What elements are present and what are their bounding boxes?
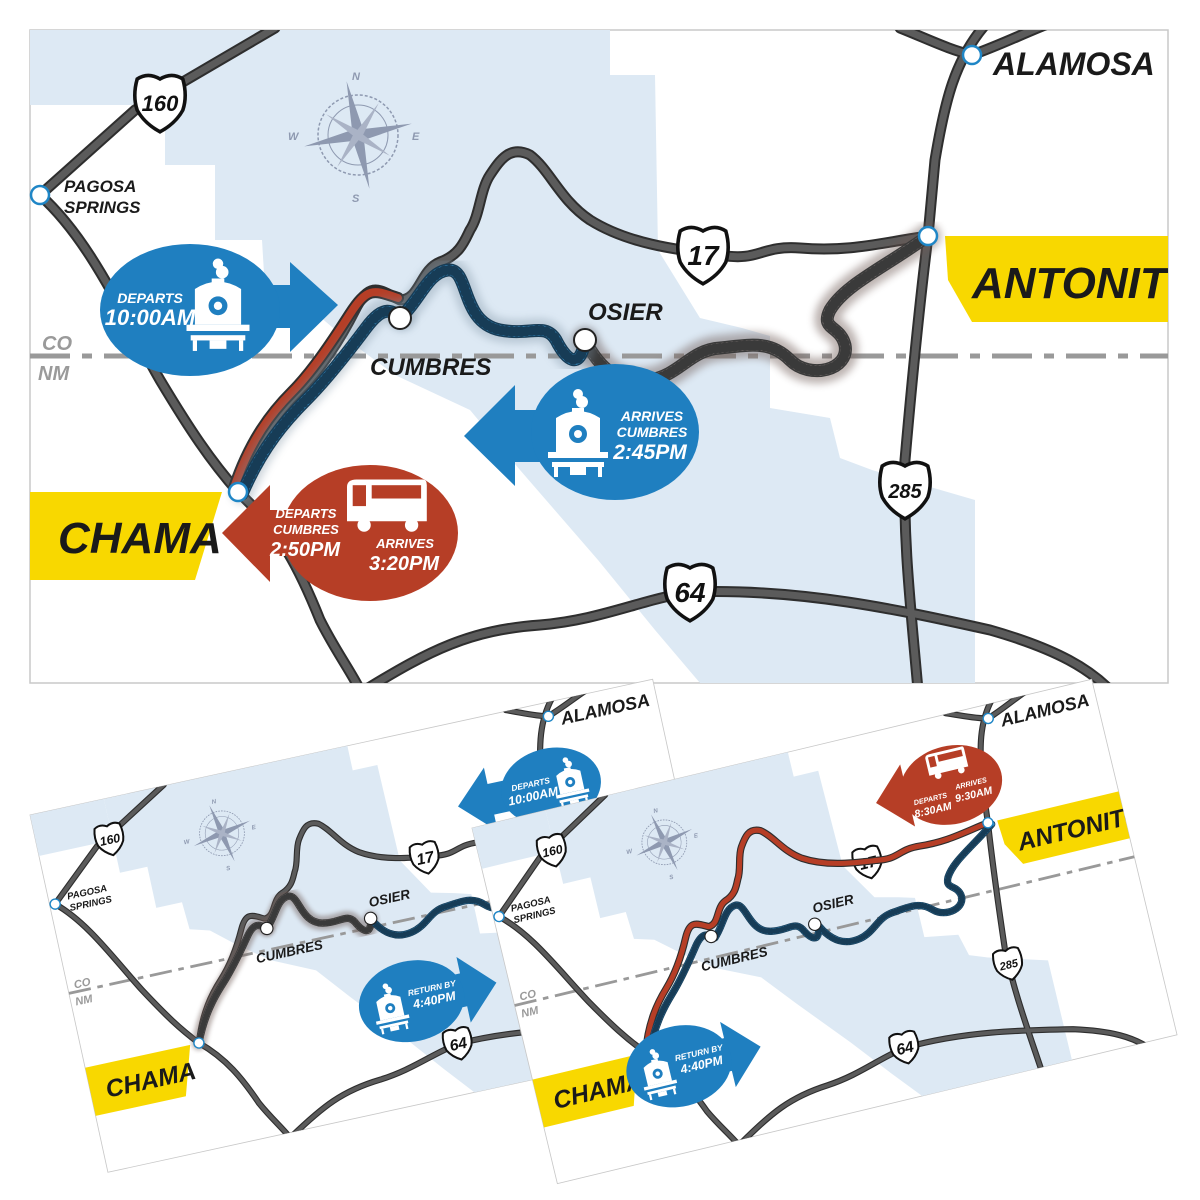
public-land-area-top xyxy=(30,30,165,105)
station-marker-osier xyxy=(573,328,597,352)
compass-north: N xyxy=(352,71,361,83)
highway-shield-160: 160 xyxy=(133,73,187,134)
inset2-callout-train-return: RETURN BY 4:40PM xyxy=(626,1021,761,1108)
town-label-cumbres: CUMBRES xyxy=(370,354,491,381)
callout-time: 2:45PM xyxy=(612,441,687,464)
destination-label-antonito: ANTONITO xyxy=(945,236,1200,322)
town-label-pagosa-line1: PAGOSA xyxy=(64,177,136,196)
callout-label: ARRIVES xyxy=(375,536,434,551)
destination-label-chama: CHAMA xyxy=(30,492,222,580)
highway-shield-17: 17 xyxy=(675,225,731,286)
compass-west: W xyxy=(288,131,300,143)
town-marker-pagosa xyxy=(29,184,51,206)
callout-train-arrives-cumbres: ARRIVES CUMBRES 2:45PM xyxy=(464,364,699,500)
town-marker-antonito xyxy=(917,225,939,247)
inset-map-morning-bus: DEPARTS 8:30AM ARRIVES 9:30AM RETURN BY … xyxy=(471,672,1195,1187)
compass-rose-icon xyxy=(304,81,412,189)
station-marker-cumbres xyxy=(388,306,412,330)
svg-text:CHAMA: CHAMA xyxy=(58,514,222,563)
callout-label: CUMBRES xyxy=(617,424,688,440)
svg-text:285: 285 xyxy=(887,481,922,503)
compass-east: E xyxy=(412,131,420,143)
highway-shield-285: 285 xyxy=(877,460,933,521)
callout-label: ARRIVES xyxy=(620,408,684,424)
town-marker-chama xyxy=(227,481,249,503)
state-label-nm: NM xyxy=(38,363,70,385)
svg-text:ANTONITO: ANTONITO xyxy=(971,259,1200,308)
svg-text:64: 64 xyxy=(674,577,706,608)
callout-label: DEPARTS xyxy=(117,290,183,306)
svg-text:160: 160 xyxy=(142,91,179,116)
town-label-pagosa-line2: SPRINGS xyxy=(64,198,141,217)
arrow-right-icon xyxy=(230,262,338,352)
main-town-markers xyxy=(29,44,983,503)
callout-time: 3:20PM xyxy=(369,553,440,575)
callout-bus-cumbres-chama: DEPARTS CUMBRES 2:50PM ARRIVES 3:20PM xyxy=(222,465,458,601)
town-label-osier: OSIER xyxy=(588,299,663,326)
town-marker-alamosa xyxy=(961,44,983,66)
arrow-left-icon xyxy=(222,485,300,582)
highway-shield-64: 64 xyxy=(662,562,718,623)
callout-time: 2:50PM xyxy=(269,539,341,561)
compass-south: S xyxy=(352,193,360,205)
callout-train-departs: DEPARTS 10:00AM xyxy=(100,244,338,376)
inset1-callout-train-return: RETURN BY 4:40PM xyxy=(358,957,497,1043)
callout-label: CUMBRES xyxy=(273,522,339,537)
inset2-callout-bus: DEPARTS 8:30AM ARRIVES 9:30AM xyxy=(876,744,1003,827)
callout-time: 10:00AM xyxy=(105,305,196,330)
state-label-co: CO xyxy=(42,333,72,355)
town-label-alamosa: ALAMOSA xyxy=(992,46,1155,82)
callout-label: DEPARTS xyxy=(276,506,337,521)
svg-text:17: 17 xyxy=(687,240,720,271)
